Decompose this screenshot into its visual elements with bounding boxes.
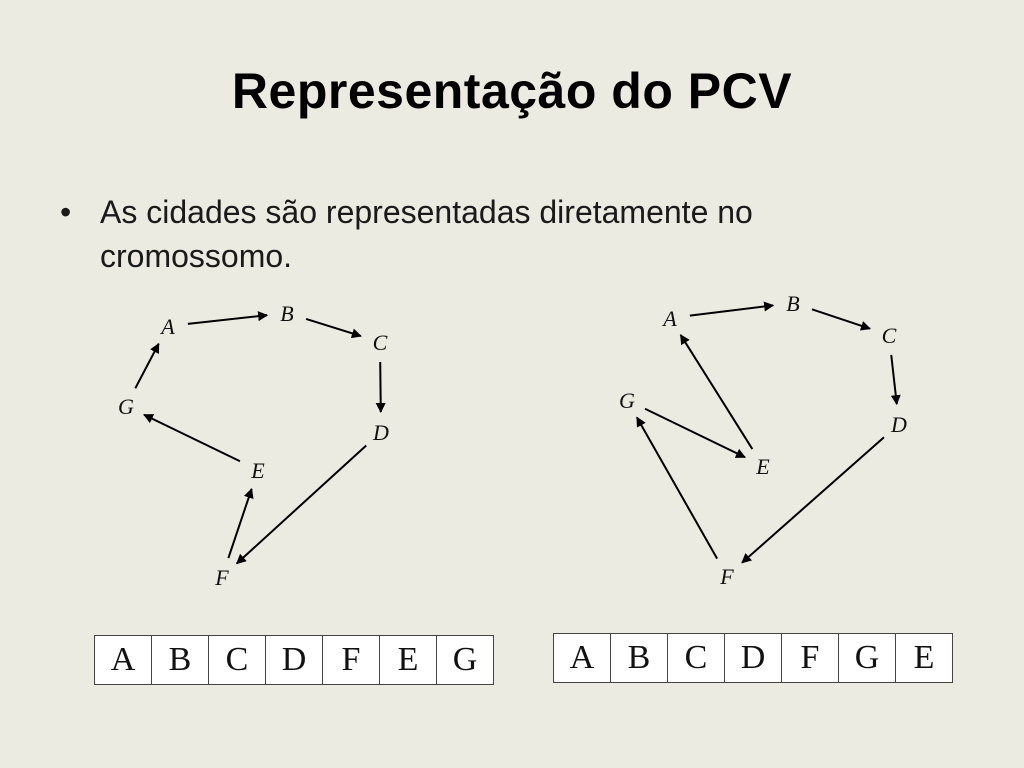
edge-f-e-arrow [227, 488, 254, 559]
route-diagram-2: A B C D E F G [619, 291, 907, 589]
city-node-f: F [214, 565, 229, 590]
slide-title: Representação do PCV [231, 63, 793, 119]
edge-a-b-arrow [187, 311, 269, 325]
edge-g-e-arrow [644, 407, 746, 459]
city-node-a: A [159, 314, 175, 339]
city-node-e: E [755, 454, 770, 479]
city-node-g: G [619, 388, 635, 413]
city-node-a: A [661, 306, 677, 331]
gene-cell: E [380, 636, 437, 684]
city-node-f: F [719, 564, 734, 589]
city-node-d: D [890, 412, 907, 437]
gene-cell: A [554, 634, 611, 682]
gene-cell: F [323, 636, 380, 684]
city-node-e: E [250, 458, 265, 483]
gene-cell: C [209, 636, 266, 684]
bullet-text: As cidades são representadas diretamente… [100, 194, 753, 274]
edge-c-d-arrow [890, 354, 901, 406]
gene-cell: D [266, 636, 323, 684]
gene-cell: B [611, 634, 668, 682]
gene-cell: F [782, 634, 839, 682]
city-node-c: C [882, 323, 897, 348]
edge-b-c-arrow [811, 308, 871, 331]
edge-b-c-arrow [305, 317, 362, 339]
city-node-b: B [786, 291, 799, 316]
edge-g-a-arrow [134, 342, 160, 389]
gene-cell: E [913, 639, 935, 676]
route-diagram-1: A B C D E F G [118, 301, 389, 590]
gene-cell: G [839, 634, 896, 682]
edge-d-f-arrow [741, 436, 885, 564]
city-node-d: D [372, 420, 389, 445]
city-node-c: C [373, 330, 388, 355]
edge-e-g-arrow [143, 413, 241, 463]
gene-cell: C [668, 634, 725, 682]
gene-cell: B [152, 636, 209, 684]
gene-cell: A [95, 636, 152, 684]
city-node-b: B [280, 301, 293, 326]
city-node-g: G [118, 394, 134, 419]
edge-d-f-arrow [236, 444, 367, 565]
bullet-icon: • [60, 194, 72, 230]
edge-c-d-arrow [375, 361, 386, 414]
gene-cell: G [452, 641, 478, 678]
edge-f-g-arrow [636, 416, 718, 560]
gene-cell: D [725, 634, 782, 682]
edge-e-a-arrow [679, 334, 754, 450]
edge-a-b-arrow [689, 301, 775, 317]
